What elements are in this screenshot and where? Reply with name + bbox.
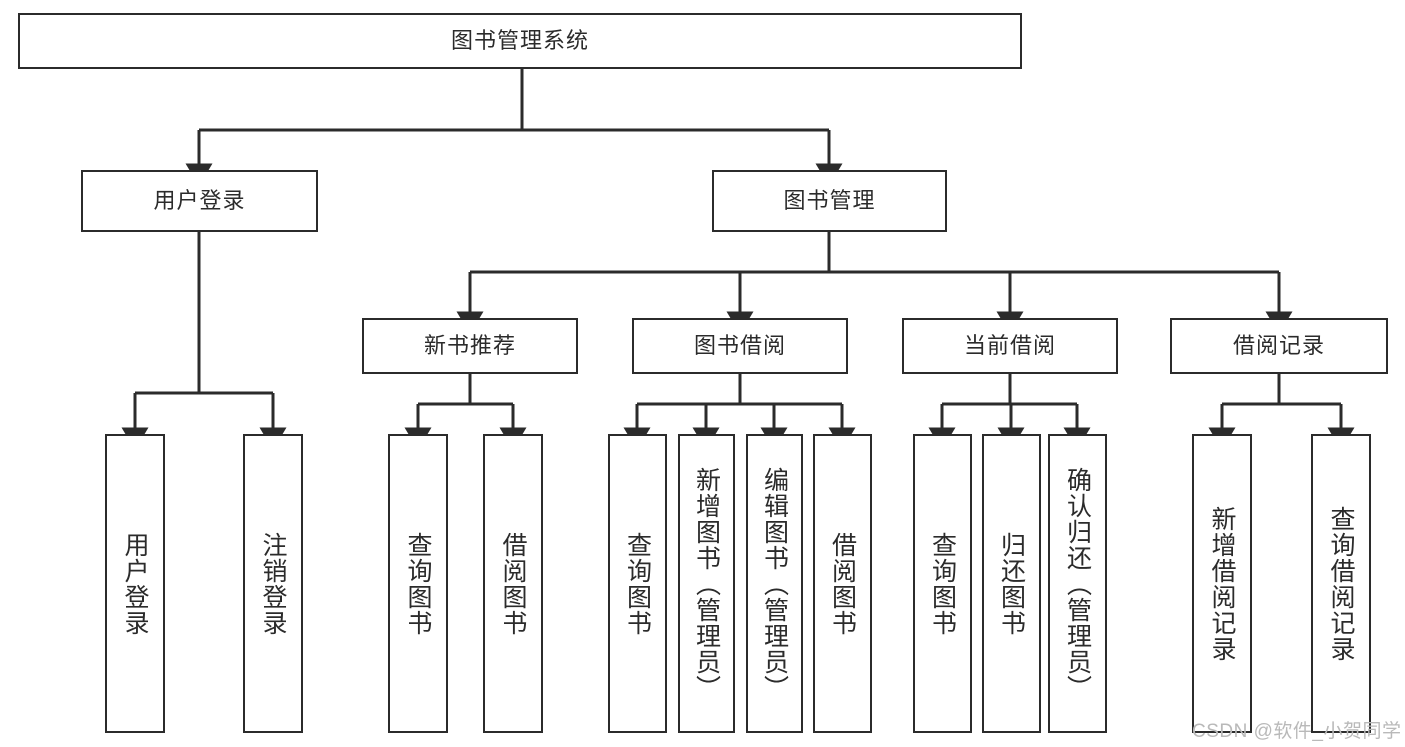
- node-leaf-label: 用户登录: [121, 531, 149, 636]
- node-leaf-query-borrow-record[interactable]: 查询借阅记录: [1311, 434, 1371, 733]
- node-leaf-label: 借阅图书: [828, 531, 857, 636]
- node-book-borrow[interactable]: 图书借阅: [632, 318, 848, 374]
- node-root-label: 图书管理系统: [450, 27, 589, 53]
- watermark: CSDN @软件_小贺同学: [1192, 721, 1402, 742]
- node-leaf-return-book[interactable]: 归还图书: [982, 434, 1041, 733]
- node-leaf-borrow-book[interactable]: 借阅图书: [813, 434, 872, 733]
- node-new-book-recommend-label: 新书推荐: [423, 332, 516, 358]
- node-leaf-label: 查询图书: [623, 531, 652, 636]
- node-leaf-label: 归还图书: [997, 531, 1026, 636]
- node-book-management-module[interactable]: 图书管理: [712, 170, 947, 232]
- node-current-borrow[interactable]: 当前借阅: [902, 318, 1118, 374]
- node-book-borrow-label: 图书借阅: [693, 332, 786, 358]
- wire-group-root: [121, 69, 1355, 450]
- node-borrow-record-label: 借阅记录: [1232, 332, 1325, 358]
- node-leaf-add-book-admin[interactable]: 新增图书（管理员）: [678, 434, 735, 733]
- node-leaf-label: 查询图书: [928, 531, 957, 636]
- node-leaf-query-book-new[interactable]: 查询图书: [388, 434, 448, 733]
- node-leaf-borrow-book-new[interactable]: 借阅图书: [483, 434, 543, 733]
- node-user-login-module-label: 用户登录: [153, 187, 246, 213]
- node-leaf-label: 查询图书: [404, 531, 432, 636]
- node-leaf-confirm-return-admin[interactable]: 确认归还（管理员）: [1048, 434, 1107, 733]
- node-leaf-add-borrow-record[interactable]: 新增借阅记录: [1192, 434, 1252, 733]
- node-leaf-label: 借阅图书: [499, 531, 527, 636]
- node-borrow-record[interactable]: 借阅记录: [1170, 318, 1388, 374]
- node-leaf-user-login[interactable]: 用户登录: [105, 434, 165, 733]
- node-book-management-module-label: 图书管理: [783, 187, 876, 213]
- node-leaf-label: 新增借阅记录: [1208, 505, 1236, 662]
- node-root[interactable]: 图书管理系统: [18, 13, 1022, 69]
- node-current-borrow-label: 当前借阅: [963, 332, 1056, 358]
- node-leaf-label: 新增图书（管理员）: [692, 466, 721, 701]
- node-leaf-edit-book-admin[interactable]: 编辑图书（管理员）: [746, 434, 803, 733]
- node-leaf-query-book-current[interactable]: 查询图书: [913, 434, 972, 733]
- node-leaf-query-book-borrow[interactable]: 查询图书: [608, 434, 667, 733]
- node-leaf-label: 查询借阅记录: [1327, 505, 1355, 662]
- node-leaf-logout[interactable]: 注销登录: [243, 434, 303, 733]
- node-leaf-label: 编辑图书（管理员）: [760, 466, 789, 701]
- node-leaf-label: 注销登录: [259, 531, 287, 636]
- node-user-login-module[interactable]: 用户登录: [81, 170, 318, 232]
- node-new-book-recommend[interactable]: 新书推荐: [362, 318, 578, 374]
- node-leaf-label: 确认归还（管理员）: [1063, 466, 1092, 701]
